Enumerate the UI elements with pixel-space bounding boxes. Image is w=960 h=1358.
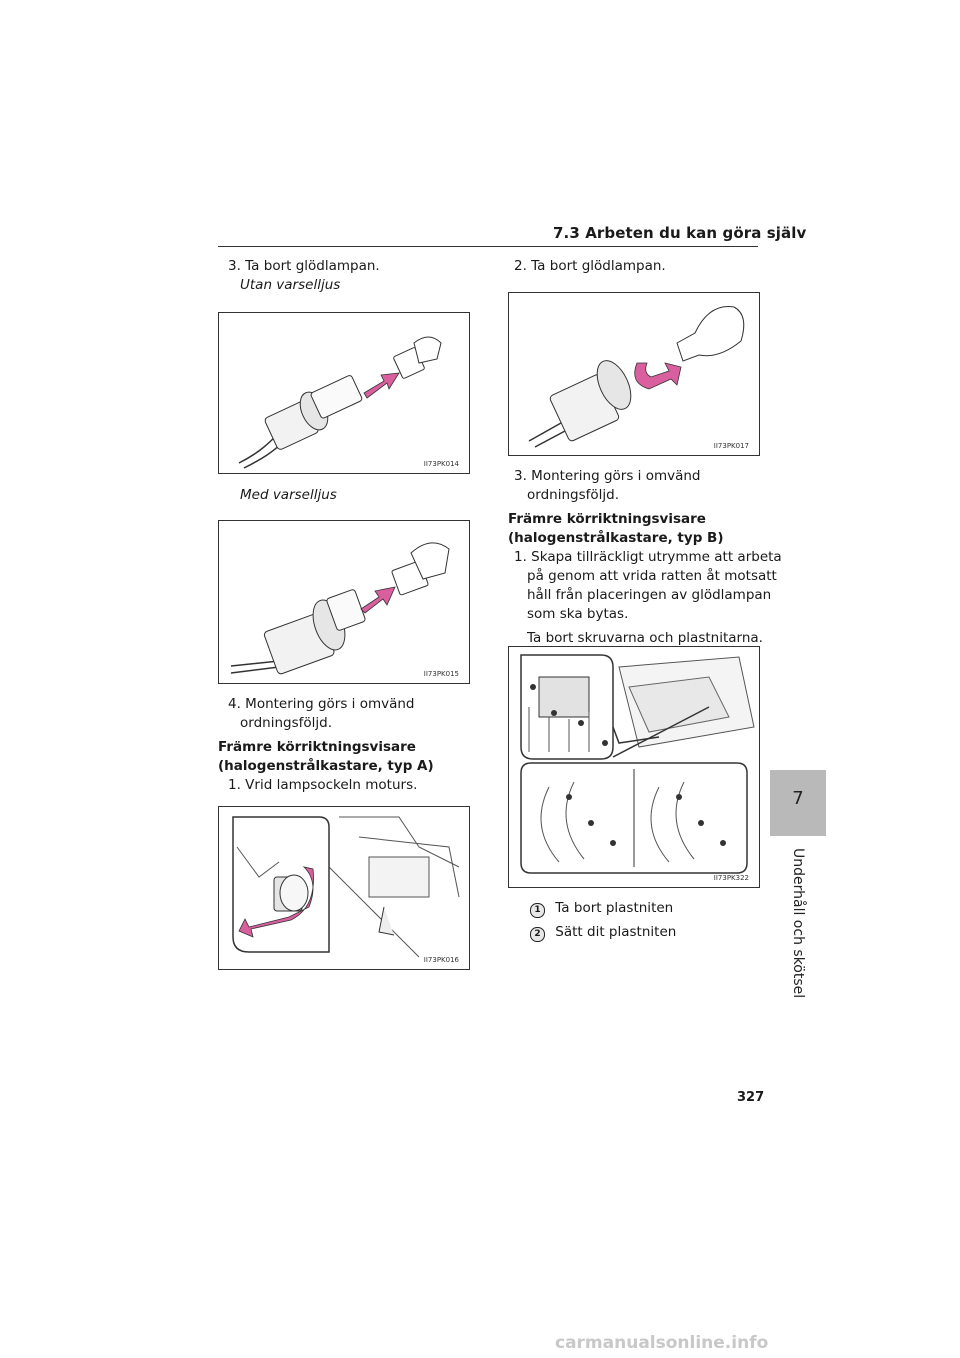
chapter-number: 7 xyxy=(792,788,804,809)
figure-bulb-with-drl: II73PK015 xyxy=(218,520,470,684)
bulb-socket-illustration-1 xyxy=(238,336,442,469)
bulb-socket-illustration-2 xyxy=(230,542,450,675)
step-1-b-line-1: 1. Skapa tillräckligt utrymme att arbeta xyxy=(514,549,782,565)
callout-2-badge: 2 xyxy=(530,927,545,942)
callout-2-label: Sätt dit plastniten xyxy=(555,924,677,940)
watermark: carmanualsonline.info xyxy=(555,1333,769,1353)
page-number: 327 xyxy=(737,1090,765,1105)
remove-bulb-illustration xyxy=(528,306,745,448)
heading-type-a-line-2: (halogenstrålkastare, typ A) xyxy=(218,758,434,774)
figure-remove-bulb-type-a: II73PK017 xyxy=(508,292,760,456)
callout-1-label: Ta bort plastniten xyxy=(555,900,674,916)
step-1-b-line-3: håll från placeringen av glödlampan xyxy=(527,587,772,603)
step-3-line-1: 3. Montering görs i omvänd xyxy=(514,468,701,484)
subheading-without-drl: Utan varselljus xyxy=(240,277,341,293)
rotate-socket-illustration xyxy=(219,807,469,969)
chapter-title: Underhåll och skötsel xyxy=(790,848,806,999)
heading-type-b-line-2: (halogenstrålkastare, typ B) xyxy=(508,530,724,546)
figure-code: II73PK015 xyxy=(423,670,459,678)
section-title: 7.3 Arbeten du kan göra själv xyxy=(553,224,807,242)
step-4-line-1: 4. Montering görs i omvänd xyxy=(228,696,415,712)
step-1-b-extra: Ta bort skruvarna och plastnitarna. xyxy=(527,630,763,646)
step-4-line-2: ordningsföljd. xyxy=(240,715,332,731)
heading-type-b-line-1: Främre körriktningsvisare xyxy=(508,511,706,527)
screws-rivets-illustration xyxy=(520,654,755,874)
subheading-with-drl: Med varselljus xyxy=(240,487,337,503)
step-3-remove-bulb: 3. Ta bort glödlampan. xyxy=(228,258,380,274)
step-1-b-line-4: som ska bytas. xyxy=(527,606,629,622)
chapter-tab xyxy=(770,770,826,836)
figure-code: II73PK014 xyxy=(423,460,459,468)
figure-bulb-without-drl: II73PK014 xyxy=(218,312,470,474)
step-1-b-line-2: på genom att vrida ratten åt motsatt xyxy=(527,568,777,584)
heading-type-a-line-1: Främre körriktningsvisare xyxy=(218,739,416,755)
figure-screws-and-rivets: II73PK322 xyxy=(508,646,760,888)
figure-code: II73PK017 xyxy=(713,442,749,450)
figure-rotate-socket: II73PK016 xyxy=(218,806,470,970)
step-2-remove-bulb: 2. Ta bort glödlampan. xyxy=(514,258,666,274)
callout-1-badge: 1 xyxy=(530,903,545,918)
step-1-rotate-socket: 1. Vrid lampsockeln moturs. xyxy=(228,777,418,793)
figure-code: II73PK016 xyxy=(423,956,459,964)
callout-2-row: 2 Sätt dit plastniten xyxy=(530,923,676,942)
step-3-line-2: ordningsföljd. xyxy=(527,487,619,503)
callout-1-row: 1 Ta bort plastniten xyxy=(530,899,673,918)
figure-code: II73PK322 xyxy=(713,874,749,882)
header-divider xyxy=(218,246,758,247)
